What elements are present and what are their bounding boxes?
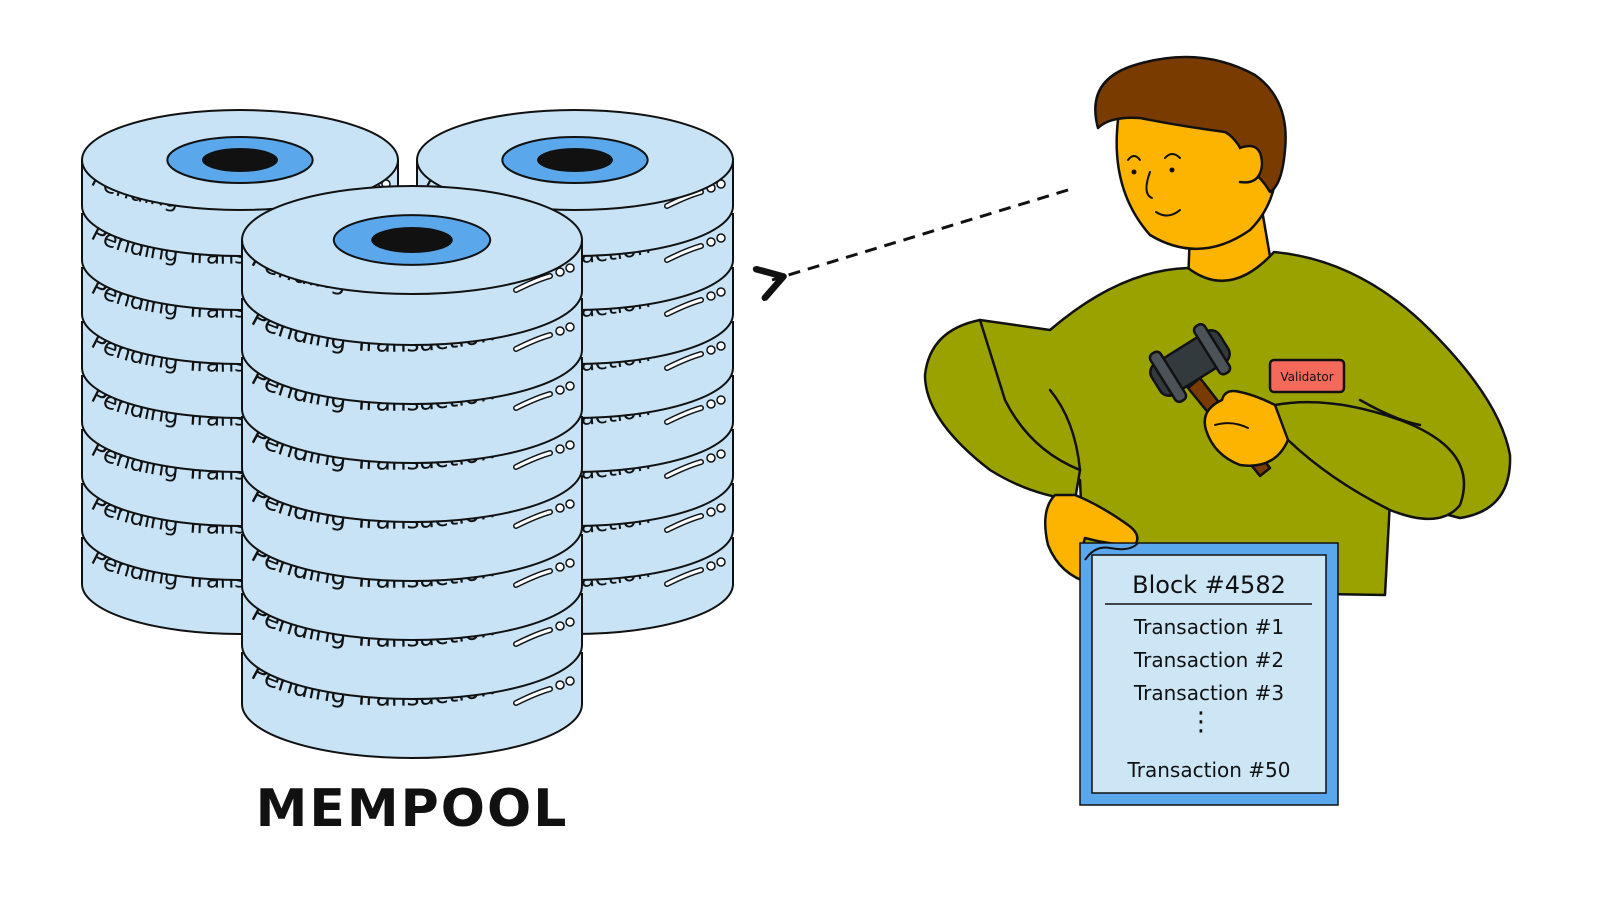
- block-item-last: Transaction #50: [1127, 758, 1291, 782]
- validator-figure: [923, 55, 1512, 597]
- pick-arrow: [772, 188, 1069, 280]
- disk-dot: [565, 676, 575, 686]
- block-title: Block #4582: [1132, 571, 1286, 599]
- disk-dot: [555, 503, 565, 513]
- disk-dot: [565, 440, 575, 450]
- disk-dot: [565, 617, 575, 627]
- disk-dot: [716, 503, 726, 513]
- disk-dot: [716, 233, 726, 243]
- disk-hole: [371, 227, 453, 253]
- disk-dot: [716, 395, 726, 405]
- disk-dot: [706, 453, 716, 463]
- disk-dot: [555, 621, 565, 631]
- disk-hole: [537, 148, 613, 172]
- left-hand: [1043, 493, 1139, 585]
- block-ellipsis: ⋮: [1188, 707, 1214, 737]
- disk-dot: [706, 237, 716, 247]
- disk-dot: [555, 444, 565, 454]
- validator-badge: [1268, 358, 1346, 394]
- disk-dot: [706, 561, 716, 571]
- left-arm: [923, 318, 1082, 502]
- disk-dot: [706, 399, 716, 409]
- disk-dot: [565, 381, 575, 391]
- disk-hole: [202, 148, 278, 172]
- disk-dot: [555, 385, 565, 395]
- hair: [1094, 55, 1287, 194]
- disk-dot: [555, 326, 565, 336]
- disk-dot: [716, 557, 726, 567]
- disk-dot: [716, 341, 726, 351]
- disk-stack-front: Pending TransactionPending TransactionPe…: [241, 185, 583, 759]
- disk-dot: [565, 263, 575, 273]
- validator-badge-label: Validator: [1280, 370, 1333, 384]
- mempool-title: MEMPOOL: [256, 779, 569, 839]
- disk-dot: [555, 680, 565, 690]
- disk-dot: [555, 267, 565, 277]
- disk-dot: [706, 507, 716, 517]
- disk-dot: [716, 449, 726, 459]
- block-card: [1079, 542, 1339, 806]
- disk-dot: [565, 558, 575, 568]
- disk-dot: [706, 291, 716, 301]
- block-item-1: Transaction #1: [1133, 615, 1284, 639]
- right-arm: [1273, 400, 1466, 521]
- block-item-2: Transaction #2: [1133, 648, 1284, 672]
- disk-dot: [716, 287, 726, 297]
- disk-dot: [555, 562, 565, 572]
- disk-dot: [565, 322, 575, 332]
- mempool-stacks: Pending TransactionPending TransactionPe…: [81, 109, 734, 759]
- disk-dot: [565, 499, 575, 509]
- disk-dot: [706, 345, 716, 355]
- block-item-3: Transaction #3: [1133, 681, 1284, 705]
